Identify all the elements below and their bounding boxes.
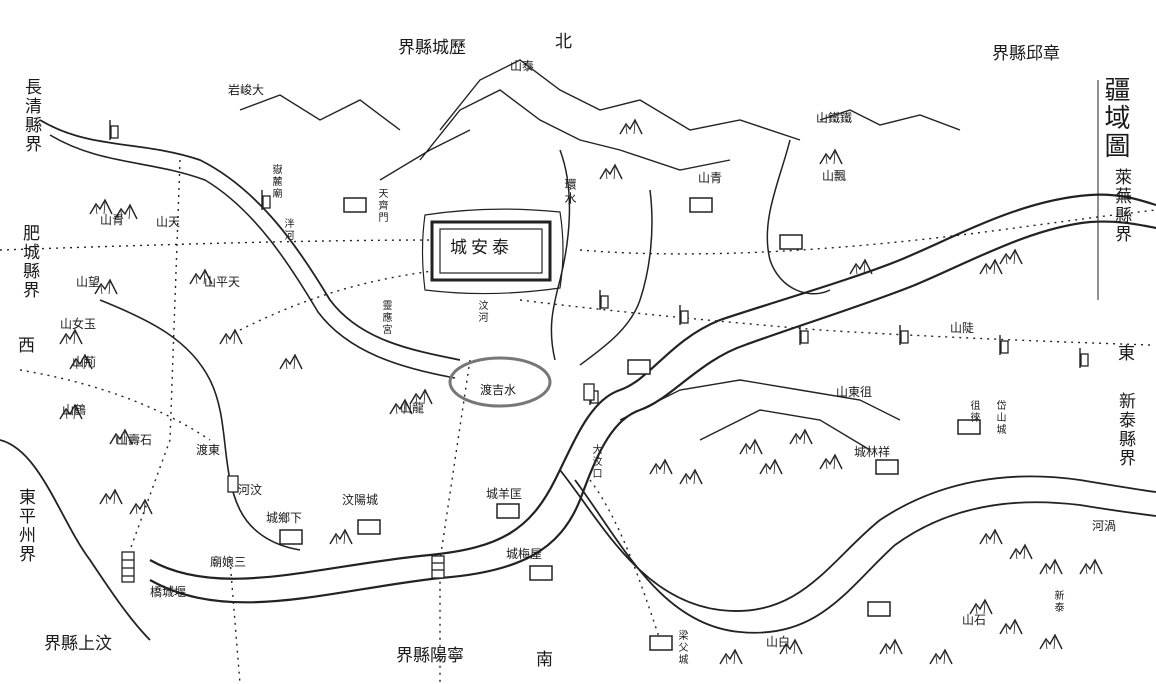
- place-label: 山青: [698, 171, 723, 185]
- place-label: 城梅屋: [506, 547, 543, 561]
- place-label: 汶河: [476, 300, 487, 324]
- place-label: 山鐵鐵: [816, 111, 853, 125]
- place-label: 天齊門: [376, 188, 387, 224]
- place-label: 山天: [156, 215, 181, 229]
- southwest-county-label: 東平州界: [15, 488, 35, 564]
- south-mid-border-label: 界縣陽寧: [396, 646, 464, 666]
- north-direction: 北: [555, 32, 572, 52]
- place-label: 山壽石: [116, 433, 153, 447]
- highlight-ferry-label: 渡吉水: [480, 383, 517, 397]
- east-county-label: 萊蕪縣界: [1111, 168, 1131, 244]
- place-label: 山望: [76, 275, 101, 289]
- place-label: 山泰: [510, 59, 535, 73]
- ring-water-label: 環水: [563, 178, 577, 206]
- place-label: 山石: [962, 613, 987, 627]
- place-label: 山東徂: [836, 385, 873, 399]
- place-label: 河渦: [1092, 519, 1117, 533]
- flag-markers: [109, 119, 1089, 406]
- place-label: 岱山城: [994, 400, 1005, 436]
- west-county1-label: 長清縣界: [21, 78, 41, 154]
- place-label: 山鶴: [62, 403, 87, 417]
- south-direction: 南: [536, 650, 553, 670]
- northeast-border-label: 界縣邱章: [992, 44, 1060, 64]
- place-label: 廟娘三: [210, 555, 247, 569]
- place-label: 山陡: [950, 321, 975, 335]
- place-label: 泮河: [282, 218, 293, 242]
- place-label: 嶽麓廟: [270, 164, 281, 200]
- place-label: 汶陽城: [342, 493, 379, 507]
- map-title: 疆域圖: [1100, 76, 1130, 160]
- city-name: 城安泰: [450, 238, 513, 258]
- south-left-border-label: 界縣上汶: [44, 634, 112, 654]
- place-label: 岩峻大: [228, 83, 265, 97]
- place-label: 山龍: [400, 401, 425, 415]
- west-county2-label: 肥城縣界: [19, 224, 39, 300]
- highlight-ellipse: [448, 356, 552, 408]
- town-markers: [279, 197, 981, 651]
- place-label: 河汶: [238, 483, 263, 497]
- east-county2-label: 新泰縣界: [1115, 392, 1135, 468]
- walled-city: [421, 208, 564, 295]
- place-label: 渡東: [196, 443, 221, 457]
- place-label: 山荊: [72, 355, 97, 369]
- place-label: 城鄉下: [266, 511, 303, 525]
- place-label: 橋城堰: [150, 585, 187, 599]
- place-label: 大汶口: [590, 444, 601, 480]
- place-label: 山白: [766, 635, 791, 649]
- place-label: 徂徠: [968, 400, 979, 424]
- west-direction: 西: [18, 336, 35, 356]
- place-label: 靈應宮: [380, 300, 391, 336]
- place-label: 城羊匡: [486, 487, 523, 501]
- place-label: 梁父城: [676, 630, 687, 666]
- place-label: 山平天: [204, 275, 241, 289]
- place-label: 新泰: [1052, 590, 1063, 614]
- place-label: 山飄: [822, 169, 847, 183]
- mountain-icons: [59, 119, 1103, 665]
- place-label: 山女玉: [60, 317, 97, 331]
- place-label: 城林祥: [854, 445, 891, 459]
- place-label: 山青: [100, 213, 125, 227]
- east-direction: 東: [1118, 344, 1135, 364]
- north-border-label: 界縣城歷: [398, 38, 466, 58]
